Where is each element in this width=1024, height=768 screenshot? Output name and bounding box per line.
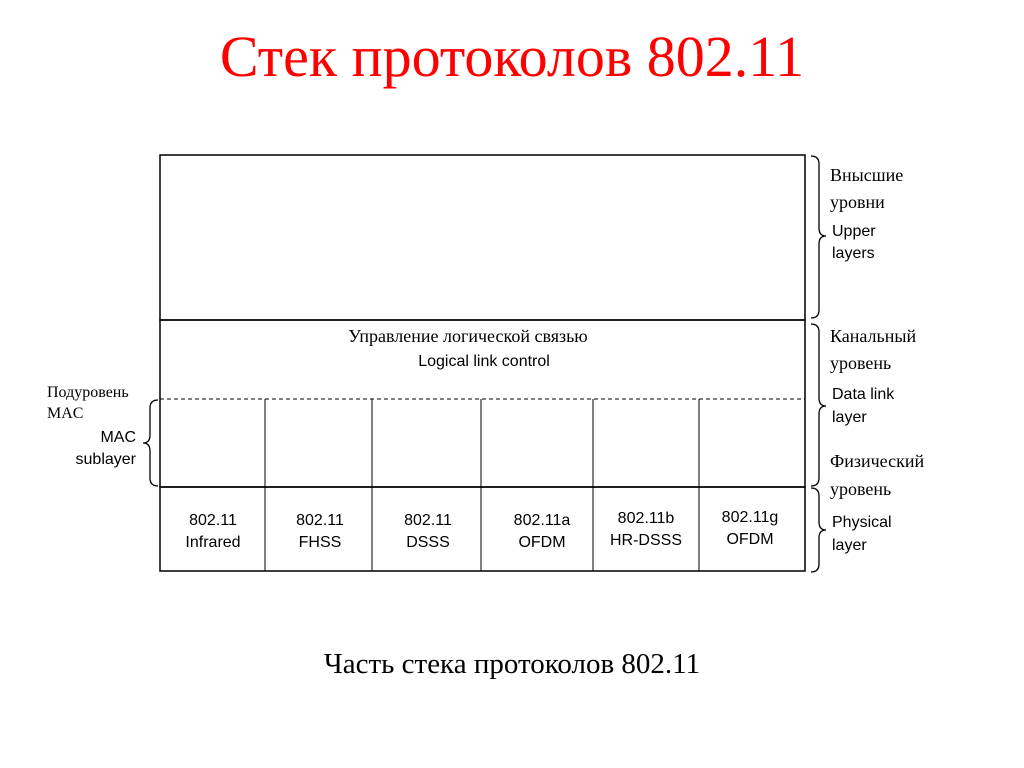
phy-cell-line1: 802.11g	[722, 509, 779, 526]
physical-label-en-line2: layer	[832, 537, 867, 554]
slide-title: Стек протоколов 802.11	[219, 24, 805, 89]
upper-brace-icon	[810, 155, 827, 319]
upper-label-en-line2: layers	[832, 245, 875, 262]
mac-label-ru-line1: Подуровень	[47, 384, 129, 401]
physical-label-en-line1: Physical	[832, 514, 892, 531]
datalink-brace-icon	[810, 323, 827, 487]
mac-label-en-line1: MAC	[100, 429, 136, 446]
phy-cells: 802.11 Infrared 802.11 FHSS 802.11 DSSS …	[185, 509, 778, 551]
mac-label-ru-line2: MAC	[47, 405, 83, 422]
mac-label-en-line2: sublayer	[76, 451, 137, 468]
phy-cell-line2: OFDM	[518, 534, 565, 551]
physical-layer-box	[159, 486, 806, 572]
upper-label-ru-line2: уровни	[830, 192, 885, 212]
phy-cell-line2: OFDM	[726, 531, 773, 548]
column-dividers	[264, 399, 700, 571]
llc-label-en: Logical link control	[418, 353, 550, 370]
mac-brace-icon	[142, 399, 159, 487]
physical-label-ru-line1: Физический	[830, 451, 924, 471]
phy-cell-line1: 802.11	[296, 512, 344, 529]
upper-layers-box	[159, 154, 806, 321]
slide-caption: Часть стека протоколов 802.11	[323, 648, 701, 680]
physical-label-ru-line2: уровень	[830, 479, 891, 499]
datalink-label-en-line1: Data link	[832, 386, 895, 403]
phy-cell-line2: HR-DSSS	[610, 532, 682, 549]
datalink-label-ru-line1: Канальный	[830, 326, 916, 346]
phy-cell-line1: 802.11b	[618, 510, 675, 527]
phy-cell-line1: 802.11	[404, 512, 452, 529]
phy-cell-line1: 802.11a	[514, 512, 571, 529]
llc-label-ru: Управление логической связью	[348, 326, 588, 346]
upper-label-en-line1: Upper	[832, 223, 876, 240]
upper-label-ru-line1: Внысшие	[830, 165, 903, 185]
phy-cell-line2: DSSS	[406, 534, 450, 551]
datalink-label-ru-line2: уровень	[830, 353, 891, 373]
phy-cell-line2: FHSS	[299, 534, 342, 551]
datalink-label-en-line2: layer	[832, 409, 867, 426]
physical-brace-icon	[810, 487, 827, 573]
phy-cell-line2: Infrared	[185, 534, 240, 551]
phy-cell-line1: 802.11	[189, 512, 237, 529]
